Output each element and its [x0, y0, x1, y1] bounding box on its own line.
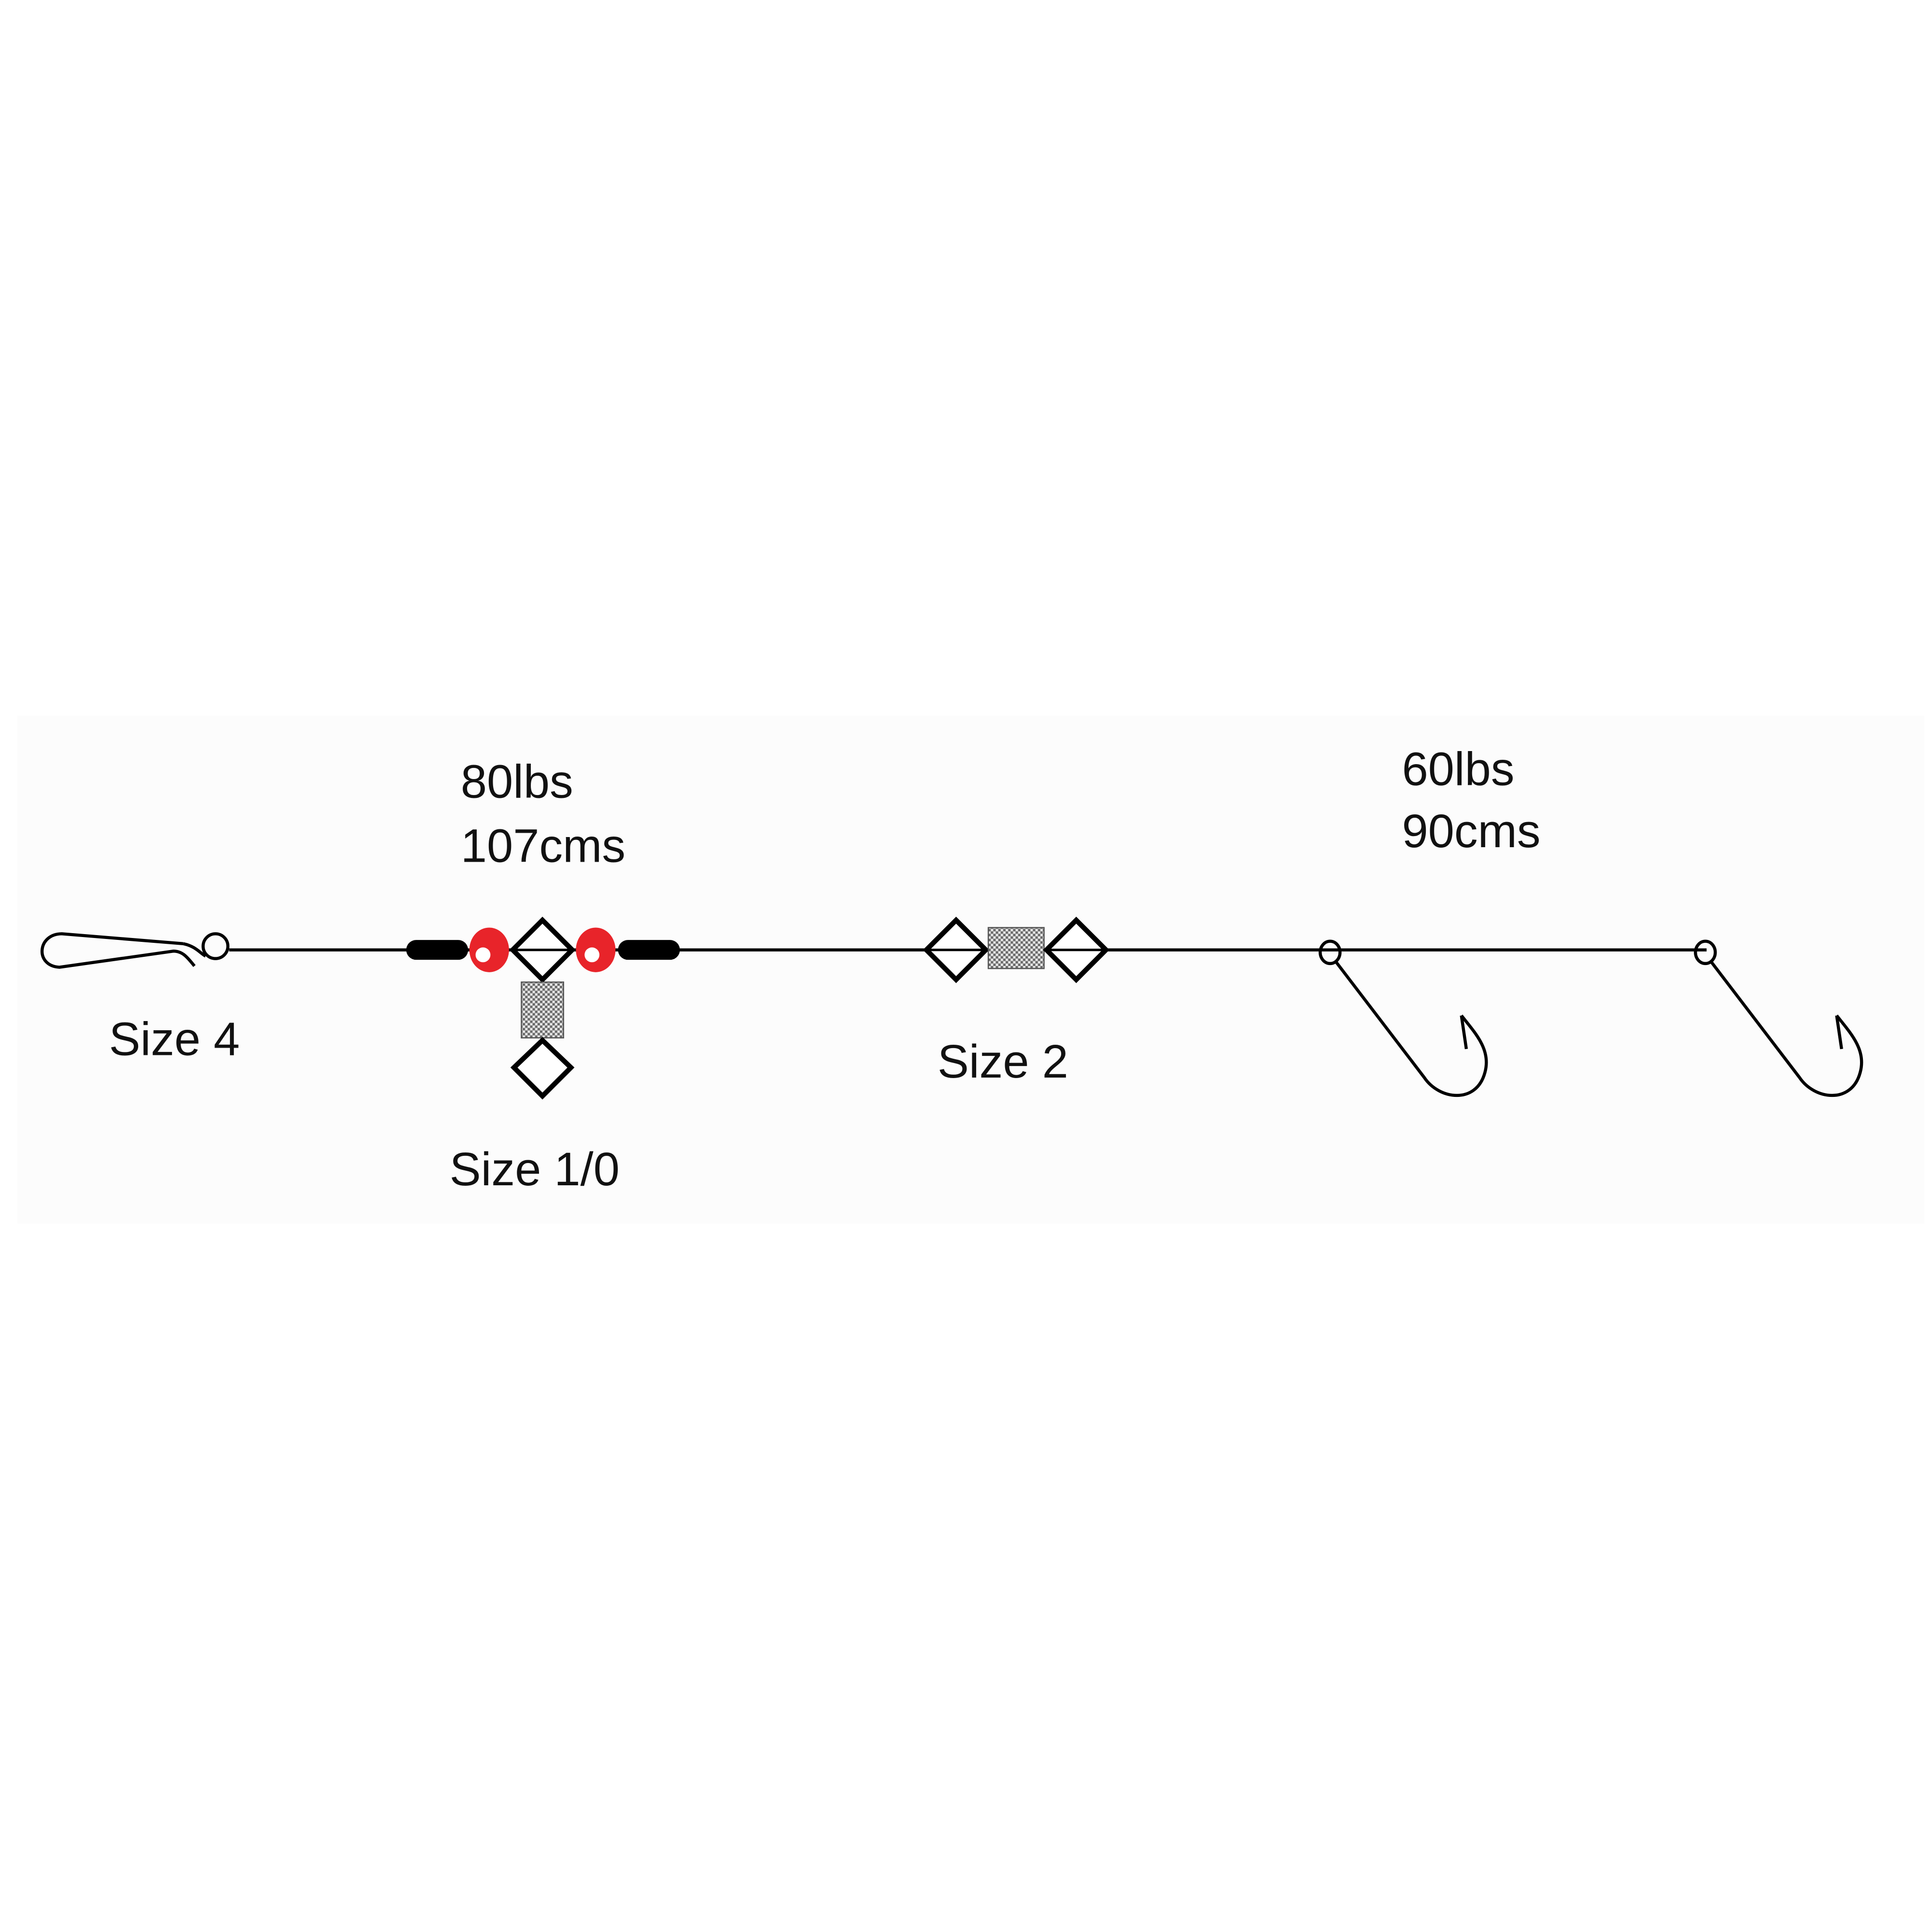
red-bead-icon — [469, 927, 509, 972]
diagram-panel — [17, 716, 1925, 1224]
hook-icon — [1694, 939, 1863, 1097]
red-bead-icon — [576, 927, 616, 972]
hook-line-strength-label: 60lbs — [1402, 743, 1515, 796]
rubber-stop-icon — [406, 940, 469, 960]
hook-line-length-label: 90cms — [1402, 805, 1541, 857]
three-way-swivel-icon — [509, 916, 576, 1100]
three-way-swivel-size-label: Size 1/0 — [450, 1143, 620, 1195]
main-line-length-label: 107cms — [461, 820, 625, 872]
main-line-strength-label: 80lbs — [461, 755, 573, 808]
rubber-stop-icon — [618, 940, 680, 960]
snap-clip-icon — [40, 932, 230, 969]
clip-size-label: Size 4 — [109, 1013, 240, 1065]
barrel-swivel-icon — [923, 916, 1109, 983]
swivel-size-label: Size 2 — [938, 1035, 1068, 1088]
hook-icon — [1319, 939, 1488, 1097]
